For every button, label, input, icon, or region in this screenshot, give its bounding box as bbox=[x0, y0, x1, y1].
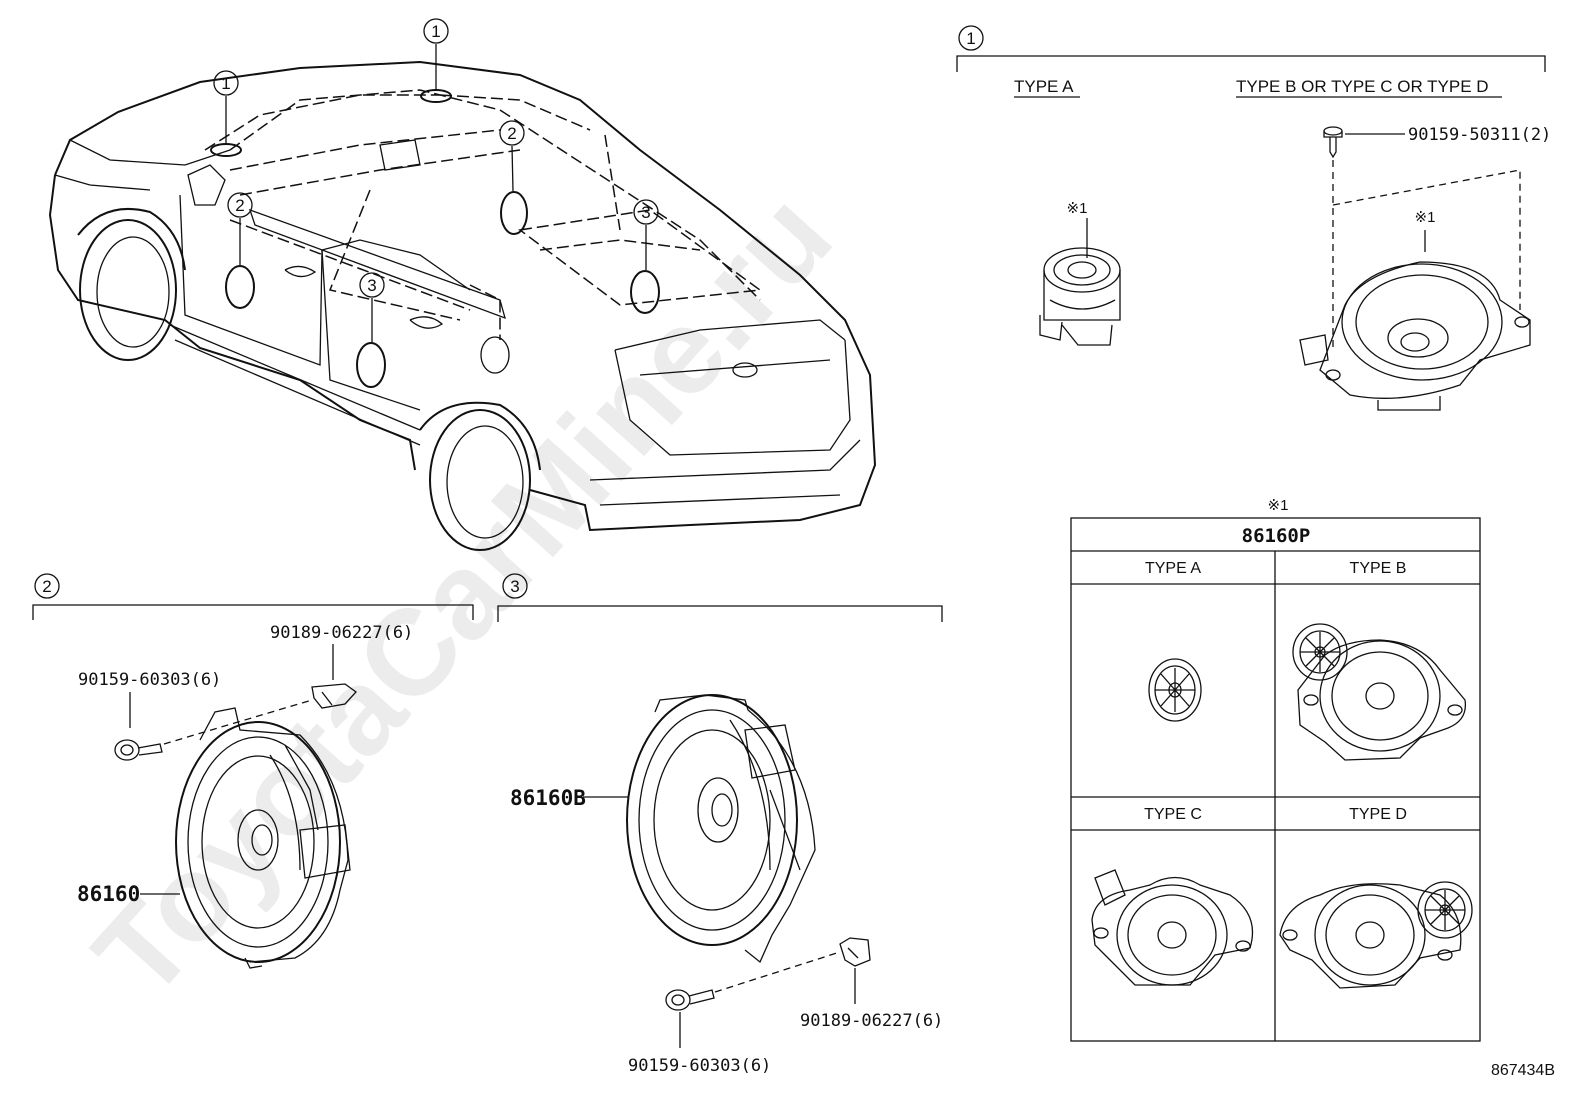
rear-door-speaker-right bbox=[630, 270, 660, 314]
clip-90189-06227-front bbox=[311, 683, 357, 709]
callout-1-right: 1 bbox=[431, 22, 440, 41]
watermark: ToyotaCarMine.ru bbox=[68, 167, 857, 1022]
front-door-speaker-left bbox=[225, 265, 255, 309]
type-a-heading: TYPE A bbox=[1014, 77, 1074, 96]
speaker-86160B-label: 86160B bbox=[510, 786, 586, 810]
note-1-type-a: ※1 bbox=[1067, 200, 1088, 217]
note-1-type-bcd: ※1 bbox=[1415, 209, 1436, 226]
table-cell-type-c: TYPE C bbox=[1144, 806, 1202, 823]
speaker-locations bbox=[210, 44, 660, 388]
screw-90159-60303-rear bbox=[665, 989, 715, 1011]
section-1-tweeters: 1 TYPE A TYPE B OR TYPE C OR TYPE D ※1 9… bbox=[956, 25, 1551, 411]
tweeter-location-left bbox=[210, 143, 242, 157]
screw-50311-label: 90159-50311(2) bbox=[1408, 125, 1551, 145]
section-2-number: 2 bbox=[42, 577, 51, 596]
screw-60303-label-rear: 90159-60303(6) bbox=[628, 1056, 771, 1076]
clip-06227-label-front: 90189-06227(6) bbox=[270, 623, 413, 643]
speaker-86160-label: 86160 bbox=[77, 882, 140, 906]
rear-door-speaker-left bbox=[356, 342, 386, 388]
table-part-number: 86160P bbox=[1242, 525, 1311, 547]
type-table: ※1 86160P TYPE A TYPE B TYPE C TYPE D bbox=[1070, 497, 1481, 1042]
drawing-code: 867434B bbox=[1491, 1062, 1555, 1079]
speaker-86160B bbox=[626, 694, 816, 964]
table-note: ※1 bbox=[1268, 497, 1289, 514]
screw-90159-50311: 90159-50311(2) bbox=[1323, 125, 1551, 159]
table-speaker-type-c bbox=[1091, 869, 1254, 986]
speaker-type-bcd: ※1 bbox=[1299, 209, 1531, 411]
callout-3-left: 3 bbox=[367, 276, 376, 295]
clip-06227-label-rear: 90189-06227(6) bbox=[800, 1011, 943, 1031]
section-3-number: 3 bbox=[510, 577, 519, 596]
table-tweeter-type-a bbox=[1148, 658, 1202, 722]
tweeter-location-right bbox=[420, 89, 452, 103]
clip-90189-06227-rear bbox=[839, 937, 871, 967]
callout-2-right: 2 bbox=[507, 124, 516, 143]
type-bcd-heading: TYPE B OR TYPE C OR TYPE D bbox=[1236, 77, 1489, 96]
tweeter-type-a: ※1 bbox=[1039, 200, 1121, 346]
car-callouts: 1 1 2 2 3 3 bbox=[213, 18, 659, 298]
section-3-rear-speaker: 3 86160B 90159-60303(6) 90189-06 bbox=[497, 573, 943, 1076]
callout-2-left: 2 bbox=[235, 196, 244, 215]
table-speaker-type-b bbox=[1292, 623, 1467, 761]
callout-1-left: 1 bbox=[221, 74, 230, 93]
speaker-86160 bbox=[175, 707, 351, 969]
table-cell-type-d: TYPE D bbox=[1349, 806, 1407, 823]
screw-90159-60303-front bbox=[114, 739, 163, 761]
section-1-number: 1 bbox=[966, 29, 975, 48]
callout-3-right: 3 bbox=[641, 203, 650, 222]
screw-60303-label-front: 90159-60303(6) bbox=[78, 670, 221, 690]
front-door-speaker-right bbox=[500, 191, 528, 235]
car-illustration bbox=[48, 60, 877, 551]
section-2-front-speaker: 2 90189-06227(6) 90159-60303(6) bbox=[32, 573, 474, 969]
table-speaker-type-d bbox=[1279, 881, 1473, 989]
table-cell-type-a: TYPE A bbox=[1145, 560, 1201, 577]
table-cell-type-b: TYPE B bbox=[1350, 560, 1407, 577]
